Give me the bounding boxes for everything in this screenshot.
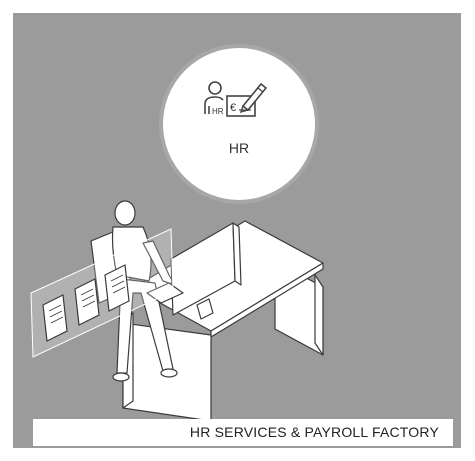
footer-title: HR SERVICES & PAYROLL FACTORY <box>189 424 439 440</box>
person-shoe-right <box>160 368 178 378</box>
person-head <box>114 200 136 226</box>
hr-payroll-icon: HR € <box>204 81 268 117</box>
icon-hr-text: HR <box>212 107 224 116</box>
document-3 <box>104 264 130 312</box>
hr-badge: HR € HR <box>163 48 315 200</box>
euro-symbol: € <box>230 102 236 114</box>
monitor-side <box>232 222 242 286</box>
desk-right-leg-side <box>314 274 324 356</box>
reception-scene <box>30 200 324 422</box>
person-shoe-left <box>112 372 130 382</box>
keyboard <box>146 282 184 304</box>
document-2 <box>74 278 100 326</box>
monitor-stand <box>196 298 214 320</box>
illustration-panel: HR € HR <box>13 13 461 448</box>
footer-bar: HR SERVICES & PAYROLL FACTORY <box>33 419 453 446</box>
badge-label: HR <box>228 140 250 156</box>
document-1 <box>42 294 68 342</box>
